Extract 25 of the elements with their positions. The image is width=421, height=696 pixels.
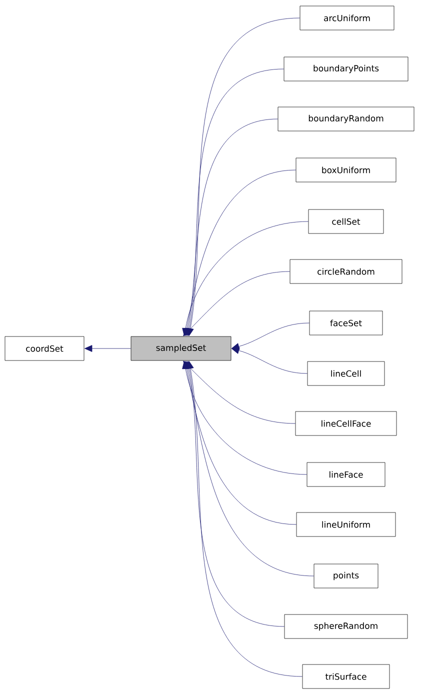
class-box: boundaryRandom bbox=[278, 106, 414, 132]
class-box: faceSet bbox=[309, 310, 383, 336]
class-box: circleRandom bbox=[290, 259, 402, 284]
class-box: lineCell bbox=[307, 361, 385, 386]
inheritance-arrow bbox=[84, 345, 131, 352]
class-box: lineFace bbox=[306, 462, 386, 487]
inheritance-arrow bbox=[186, 18, 300, 336]
inheritance-arrow bbox=[186, 68, 284, 336]
inheritance-arrow bbox=[183, 271, 290, 336]
class-box: coordSet bbox=[4, 336, 84, 361]
class-box: sampledSet bbox=[130, 336, 232, 361]
class-box: lineUniform bbox=[296, 512, 396, 537]
inheritance-arrow bbox=[186, 361, 284, 627]
class-box: sphereRandom bbox=[284, 614, 408, 639]
inheritance-arrow bbox=[231, 347, 308, 374]
class-box: arcUniform bbox=[300, 6, 394, 30]
class-box: points bbox=[314, 564, 378, 588]
inheritance-arrow bbox=[184, 361, 314, 576]
class-box: boundaryPoints bbox=[284, 56, 408, 82]
class-box: triSurface bbox=[302, 664, 390, 689]
inheritance-arrow bbox=[186, 361, 302, 677]
class-box: cellSet bbox=[308, 209, 384, 234]
inheritance-arrow bbox=[182, 221, 308, 336]
class-box: lineCellFace bbox=[295, 411, 397, 436]
class-box: boxUniform bbox=[296, 158, 396, 182]
